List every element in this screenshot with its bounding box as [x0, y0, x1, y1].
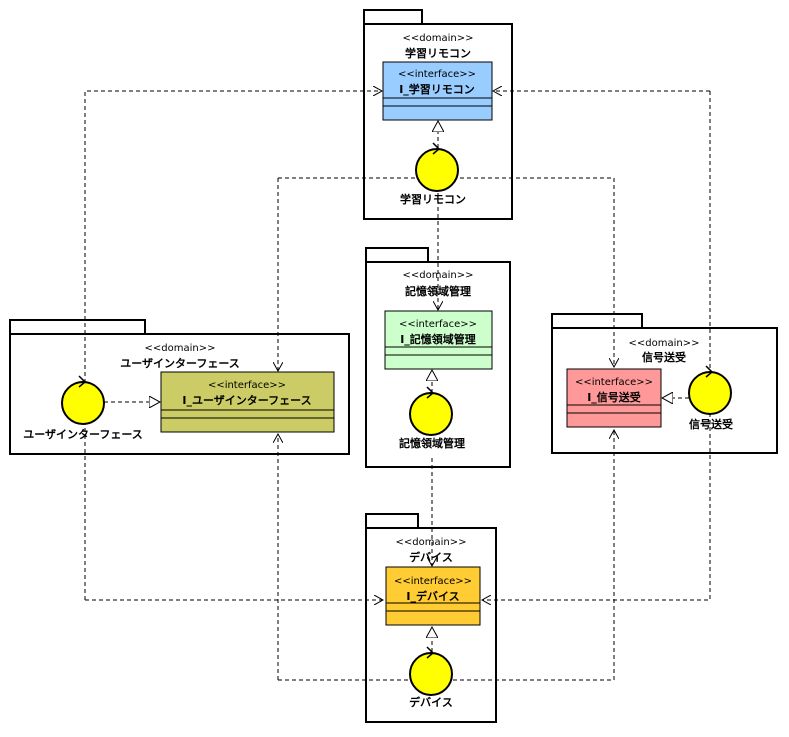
- controller-icon: [415, 148, 459, 192]
- package-stereotype: <<domain>>: [403, 33, 474, 44]
- interface-name: I_信号送受: [587, 390, 641, 404]
- package-stereotype: <<domain>>: [629, 338, 700, 349]
- controller-device[interactable]: デバイス: [409, 646, 453, 709]
- interface-memory[interactable]: <<interface>> I_記憶領域管理: [384, 310, 493, 370]
- interface-device[interactable]: <<interface>> I_デバイス: [385, 566, 481, 626]
- controller-name: ユーザインターフェース: [23, 428, 143, 441]
- package-tab: [365, 513, 419, 529]
- package-name: デバイス: [409, 550, 453, 564]
- interface-stereotype: <<interface>>: [398, 69, 476, 80]
- controller-icon: [688, 371, 732, 415]
- package-name: 学習リモコン: [405, 46, 471, 60]
- interface-name: I_記憶領域管理: [400, 332, 476, 346]
- controller-name: 記憶領域管理: [399, 436, 465, 450]
- package-tab: [9, 319, 146, 335]
- controller-icon: [409, 392, 453, 436]
- controller-name: 学習リモコン: [400, 192, 466, 206]
- controller-icon: [61, 381, 105, 425]
- controller-memory[interactable]: 記憶領域管理: [399, 386, 465, 450]
- controller-ui[interactable]: ユーザインターフェース: [23, 375, 143, 441]
- interface-signal[interactable]: <<interface>> I_信号送受: [566, 368, 662, 428]
- interface-ui[interactable]: <<interface>> I_ユーザインターフェース: [160, 371, 335, 433]
- dependency-lines: [84, 91, 711, 681]
- interface-stereotype: <<interface>>: [575, 377, 653, 388]
- controller-icon: [409, 652, 453, 696]
- interface-stereotype: <<interface>>: [208, 380, 286, 391]
- dependency-arrow: [278, 177, 614, 367]
- package-name: 信号送受: [642, 350, 686, 364]
- controller-name: 信号送受: [689, 417, 733, 431]
- interface-name: I_デバイス: [406, 589, 459, 603]
- controller-remote[interactable]: 学習リモコン: [400, 142, 466, 206]
- controller-name: デバイス: [409, 695, 453, 709]
- dependency-arrow: [482, 91, 711, 600]
- interface-name: I_ユーザインターフェース: [182, 394, 311, 407]
- package-tab: [365, 247, 429, 263]
- package-stereotype: <<domain>>: [403, 270, 474, 281]
- interface-remote[interactable]: <<interface>> I_学習リモコン: [382, 61, 493, 121]
- package-name: ユーザインターフェース: [120, 357, 240, 370]
- dependency-arrow: [84, 91, 382, 600]
- package-stereotype: <<domain>>: [396, 537, 467, 548]
- realization-lines: [104, 121, 689, 652]
- package-stereotype: <<domain>>: [145, 343, 216, 354]
- controller-signal[interactable]: 信号送受: [688, 365, 733, 431]
- package-tab: [551, 313, 643, 329]
- package-tab: [363, 9, 423, 25]
- interface-stereotype: <<interface>>: [394, 576, 472, 587]
- dependency-arrow: [278, 430, 614, 681]
- interface-stereotype: <<interface>>: [399, 319, 477, 330]
- interface-name: I_学習リモコン: [399, 82, 475, 96]
